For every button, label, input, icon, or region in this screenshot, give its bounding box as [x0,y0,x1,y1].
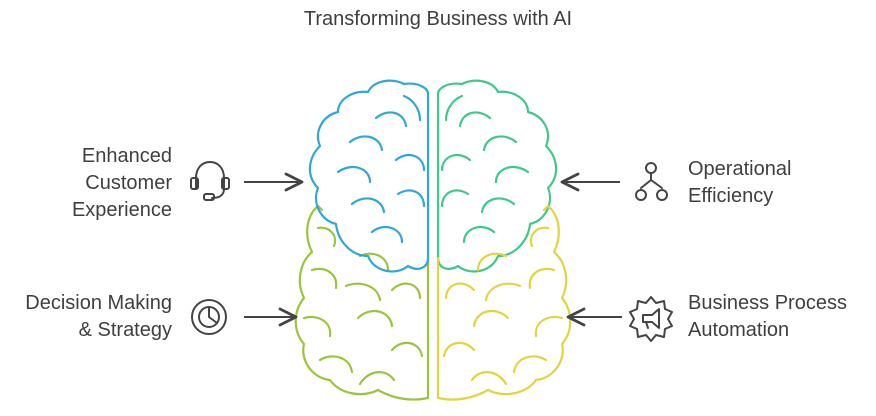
hierarchy-icon [635,162,668,201]
headset-icon [190,161,230,201]
brain-lobe-bottom-right [436,204,572,401]
pie-chart-icon [191,299,227,335]
diagram-title: Transforming Business with AI [303,8,573,30]
label-enhanced-customer-experience: Enhanced Customer Experience [71,145,172,221]
brain-lobe-bottom-left [294,204,430,401]
brain-lobe-top-right [436,79,558,273]
gear-megaphone-icon [629,296,673,342]
brain-lobe-top-left [308,79,430,273]
label-decision-making-strategy: Decision Making & Strategy [25,292,172,341]
label-operational-efficiency: Operational Efficiency [688,158,792,207]
label-business-process-automation: Business Process Automation [688,292,847,341]
